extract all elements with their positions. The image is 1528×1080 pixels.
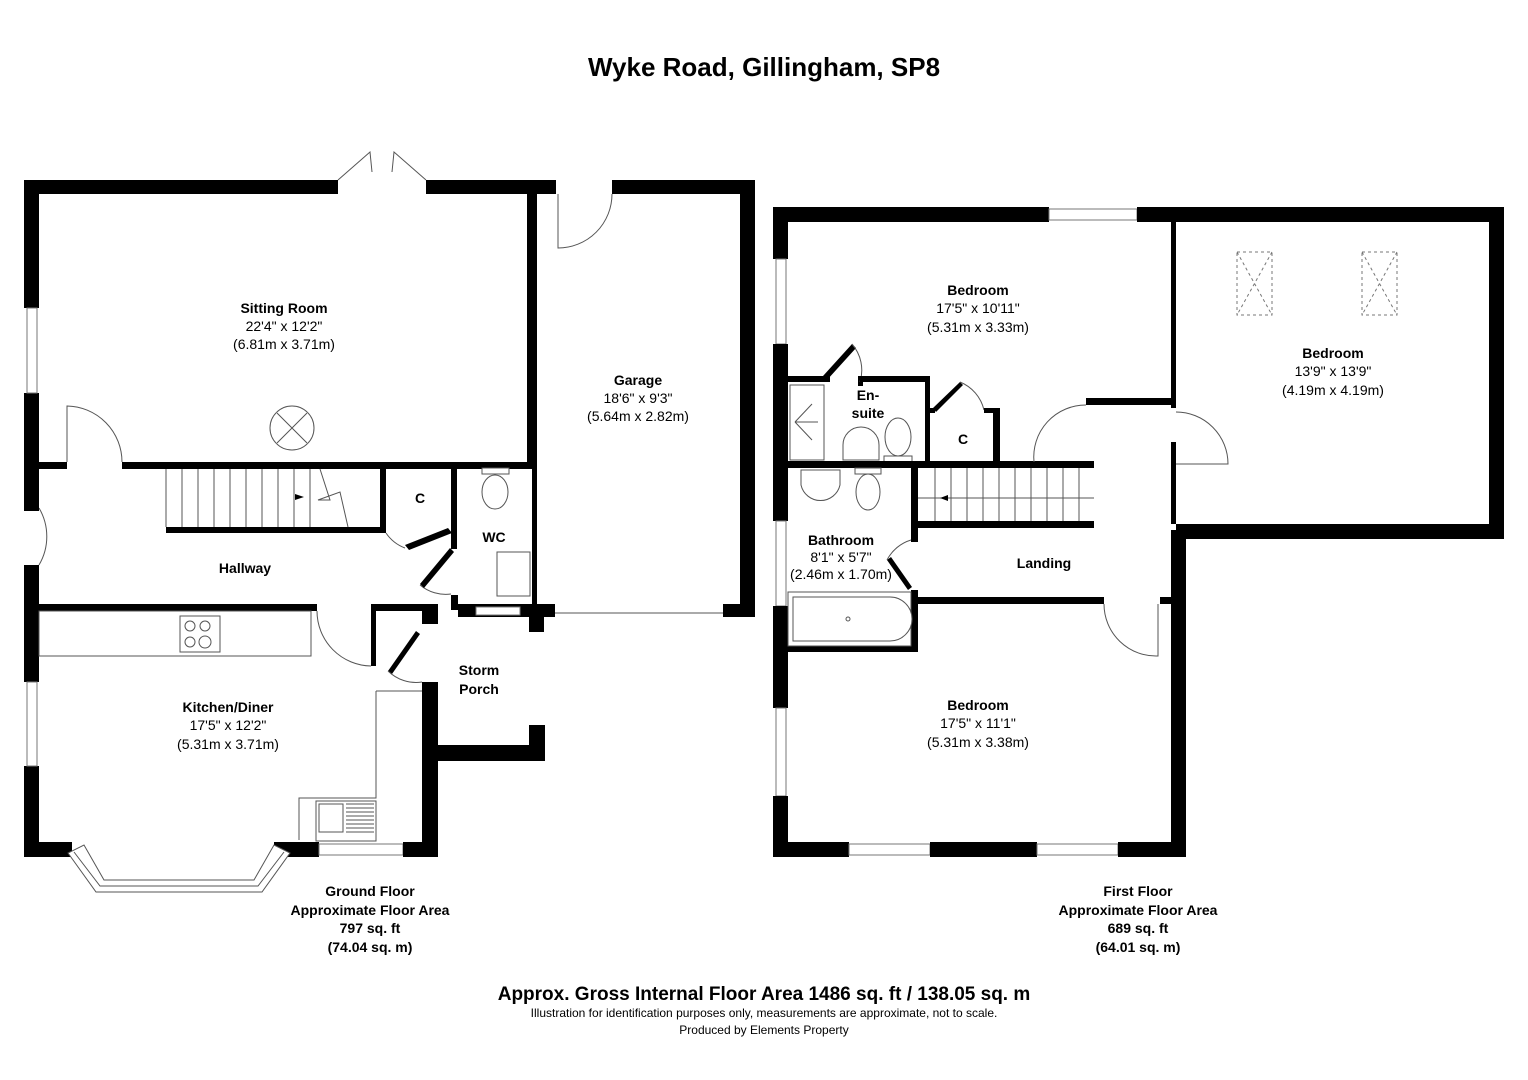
room-sitting-room: Sitting Room 22'4" x 12'2" (6.81m x 3.71… — [233, 300, 335, 352]
svg-text:689 sq. ft: 689 sq. ft — [1108, 920, 1169, 936]
svg-text:Storm: Storm — [459, 662, 499, 678]
credit: Produced by Elements Property — [679, 1023, 848, 1037]
svg-text:Garage: Garage — [614, 372, 662, 388]
room-garage: Garage 18'6" x 9'3" (5.64m x 2.82m) — [587, 372, 689, 424]
gross-floor-area: Approx. Gross Internal Floor Area 1486 s… — [498, 984, 1031, 1005]
svg-text:22'4" x 12'2": 22'4" x 12'2" — [246, 318, 323, 334]
ground-floor-plan — [24, 150, 755, 893]
plan-title: Wyke Road, Gillingham, SP8 — [588, 52, 940, 82]
svg-text:17'5" x 12'2": 17'5" x 12'2" — [190, 717, 267, 733]
svg-text:(74.04 sq. m): (74.04 sq. m) — [328, 939, 413, 955]
svg-text:Bedroom: Bedroom — [1302, 345, 1363, 361]
svg-text:(5.31m x 3.71m): (5.31m x 3.71m) — [177, 736, 279, 752]
svg-text:(5.31m x 3.38m): (5.31m x 3.38m) — [927, 734, 1029, 750]
svg-text:Approximate Floor Area: Approximate Floor Area — [291, 902, 450, 918]
svg-text:Bedroom: Bedroom — [947, 282, 1008, 298]
svg-text:Bathroom: Bathroom — [808, 532, 874, 548]
svg-text:17'5" x 11'1": 17'5" x 11'1" — [940, 715, 1016, 731]
room-bathroom: Bathroom 8'1" x 5'7" (2.46m x 1.70m) — [790, 532, 892, 582]
svg-text:8'1" x 5'7": 8'1" x 5'7" — [810, 549, 871, 565]
room-bedroom-3: Bedroom 17'5" x 11'1" (5.31m x 3.38m) — [927, 697, 1029, 750]
svg-text:13'9" x 13'9": 13'9" x 13'9" — [1295, 363, 1372, 379]
stairs-first-floor — [918, 468, 1094, 521]
svg-text:Porch: Porch — [459, 681, 499, 697]
svg-text:17'5" x 10'11": 17'5" x 10'11" — [936, 300, 1020, 316]
svg-text:(6.81m x 3.71m): (6.81m x 3.71m) — [233, 336, 335, 352]
room-bedroom-1: Bedroom 17'5" x 10'11" (5.31m x 3.33m) — [927, 282, 1029, 335]
room-bedroom-2: Bedroom 13'9" x 13'9" (4.19m x 4.19m) — [1282, 345, 1384, 398]
ground-floor-area: Ground Floor Approximate Floor Area 797 … — [291, 883, 450, 955]
stairs — [165, 468, 349, 528]
first-floor-area: First Floor Approximate Floor Area 689 s… — [1059, 883, 1218, 955]
room-cupboard-first: C — [958, 431, 968, 447]
room-wc: WC — [482, 529, 505, 545]
svg-text:797 sq. ft: 797 sq. ft — [340, 920, 401, 936]
room-storm-porch: Storm Porch — [459, 662, 499, 697]
svg-text:Sitting Room: Sitting Room — [240, 300, 327, 316]
room-landing: Landing — [1017, 555, 1071, 571]
svg-text:Kitchen/Diner: Kitchen/Diner — [182, 699, 274, 715]
svg-text:(5.31m x 3.33m): (5.31m x 3.33m) — [927, 319, 1029, 335]
room-ensuite: En- suite — [852, 387, 885, 421]
first-floor-plan — [773, 207, 1504, 857]
room-hallway: Hallway — [219, 560, 271, 576]
svg-text:First Floor: First Floor — [1103, 883, 1173, 899]
svg-text:18'6" x 9'3": 18'6" x 9'3" — [604, 390, 673, 406]
svg-text:(64.01 sq. m): (64.01 sq. m) — [1096, 939, 1181, 955]
svg-text:(5.64m x 2.82m): (5.64m x 2.82m) — [587, 408, 689, 424]
svg-text:Bedroom: Bedroom — [947, 697, 1008, 713]
room-cupboard-ground: C — [415, 490, 425, 506]
svg-text:Approximate Floor Area: Approximate Floor Area — [1059, 902, 1218, 918]
disclaimer: Illustration for identification purposes… — [531, 1006, 998, 1020]
svg-text:Ground Floor: Ground Floor — [325, 883, 415, 899]
svg-text:(4.19m x 4.19m): (4.19m x 4.19m) — [1282, 382, 1384, 398]
svg-text:En-: En- — [857, 387, 880, 403]
svg-text:suite: suite — [852, 405, 885, 421]
svg-text:(2.46m x 1.70m): (2.46m x 1.70m) — [790, 566, 892, 582]
room-kitchen-diner: Kitchen/Diner 17'5" x 12'2" (5.31m x 3.7… — [177, 699, 279, 752]
